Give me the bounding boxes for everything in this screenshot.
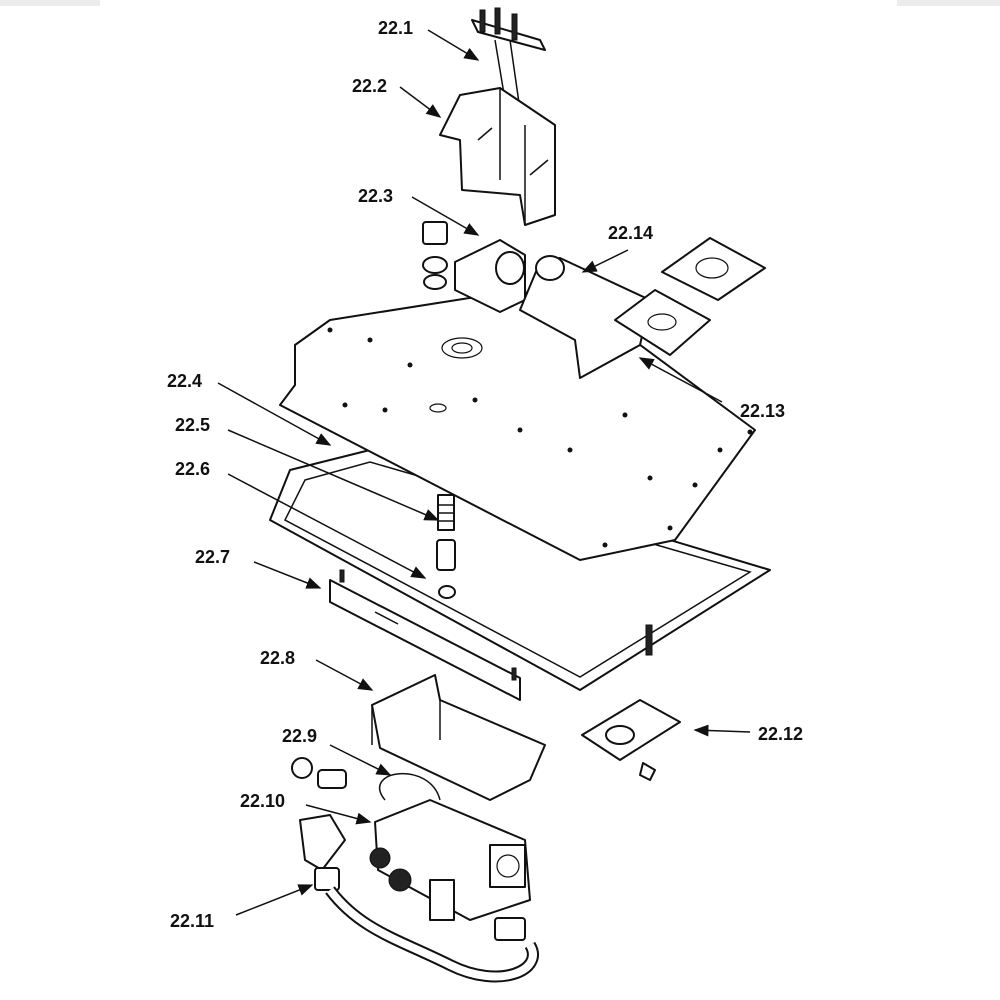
callout-22-3: 22.3 <box>358 186 393 206</box>
mounting-plate-22-14 <box>661 237 766 301</box>
spacer-22-6 <box>436 539 456 599</box>
arrow-22-10 <box>305 804 372 825</box>
callout-22-11: 22.11 <box>170 911 214 931</box>
callout-22-12: 22.12 <box>758 724 803 744</box>
callout-22-5: 22.5 <box>175 415 210 435</box>
callout-22-14: 22.14 <box>608 223 653 243</box>
screw <box>645 624 653 656</box>
arrow-22-14 <box>581 249 629 273</box>
valve-bracket-22-8 <box>371 674 546 801</box>
arrow-22-11 <box>235 884 314 916</box>
callout-22-6: 22.6 <box>175 459 210 479</box>
callout-22-1: 22.1 <box>378 18 413 38</box>
arrow-22-7 <box>253 561 322 589</box>
arrow-22-13 <box>638 357 723 403</box>
callout-22-10: 22.10 <box>240 791 285 811</box>
arrow-22-4 <box>217 382 332 446</box>
fitting-22-3 <box>422 221 526 313</box>
gasket-22-7 <box>269 449 771 691</box>
stud-22-5 <box>437 494 455 531</box>
callout-22-2: 22.2 <box>352 76 387 96</box>
arrow-22-12 <box>693 724 751 737</box>
switch-plate-22-12 <box>581 699 681 781</box>
gas-valve-22-10 <box>369 799 531 921</box>
arrow-22-1 <box>427 29 480 61</box>
pilot-assembly-22-1 <box>471 7 546 111</box>
arrow-22-9 <box>329 744 392 776</box>
shutoff-hose-22-11 <box>299 814 539 983</box>
arrow-22-2 <box>399 86 442 118</box>
page-margin-right <box>897 0 1000 6</box>
burner-housing-22-13 <box>519 255 711 379</box>
callout-22-4: 22.4 <box>167 371 202 391</box>
arrow-22-8 <box>315 659 374 691</box>
callout-22-9: 22.9 <box>282 726 317 746</box>
arrow-22-3 <box>411 196 480 236</box>
callout-22-7: 22.7 <box>195 547 230 567</box>
pilot-bracket-22-2 <box>439 87 556 226</box>
nut-fitting-22-9 <box>291 757 441 801</box>
arrow-22-6 <box>227 473 427 579</box>
arrow-22-5 <box>227 429 440 521</box>
page-margin-left <box>0 0 100 6</box>
rail-22-7 <box>329 569 521 701</box>
callout-22-8: 22.8 <box>260 648 295 668</box>
burner-plate-22-4 <box>279 289 756 561</box>
callout-22-13: 22.13 <box>740 401 785 421</box>
